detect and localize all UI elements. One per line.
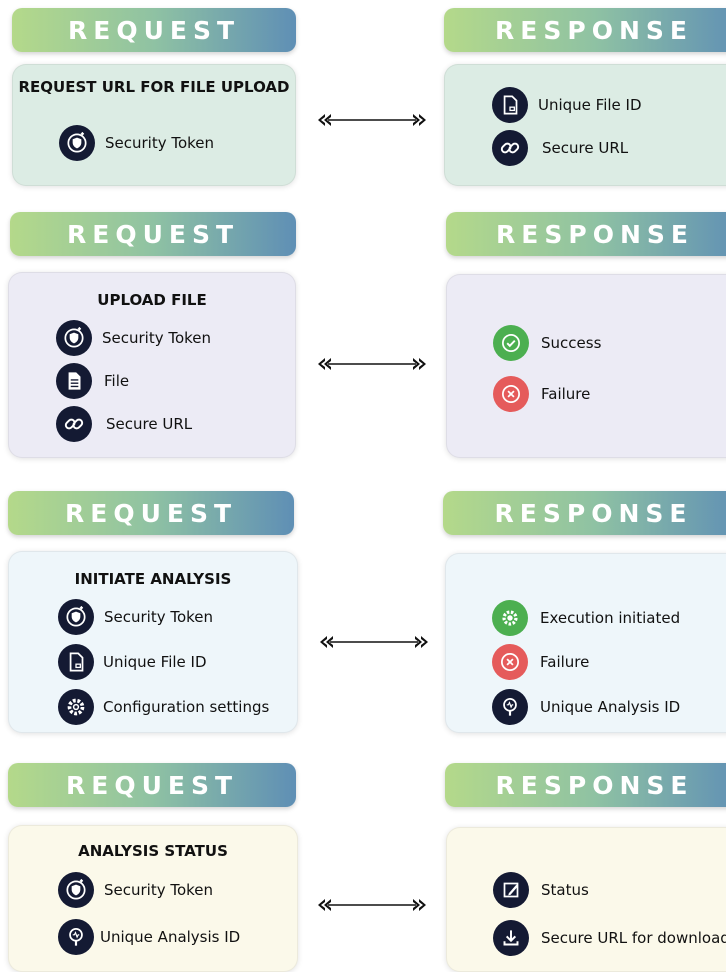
response-item-secure-url-download: Secure URL for download xyxy=(493,920,726,956)
request-card-4: ANALYSIS STATUS Security Token Unique An… xyxy=(8,825,298,972)
magnifier-icon xyxy=(58,919,94,955)
shield-icon xyxy=(58,872,94,908)
response-card-3: Execution initiated Failure Unique Analy… xyxy=(445,553,726,733)
request-item-file: File xyxy=(56,363,129,399)
response-header-1: RESPONSE xyxy=(444,8,726,52)
request-header-1: REQUEST xyxy=(12,8,296,52)
request-card-3: INITIATE ANALYSIS Security Token Unique … xyxy=(8,551,298,733)
request-item-unique-analysis-id: Unique Analysis ID xyxy=(58,919,240,955)
check-icon xyxy=(493,325,529,361)
request-header-4: REQUEST xyxy=(8,763,296,807)
request-title-1: REQUEST URL FOR FILE UPLOAD xyxy=(18,78,290,96)
download-icon xyxy=(493,920,529,956)
request-title-2: UPLOAD FILE xyxy=(97,291,207,309)
bidirectional-arrow-4 xyxy=(316,895,428,915)
response-header-4: RESPONSE xyxy=(445,763,726,807)
item-label: Execution initiated xyxy=(540,609,681,627)
request-item-security-token: Security Token xyxy=(58,599,213,635)
request-header-3: REQUEST xyxy=(8,491,294,535)
response-header-3: RESPONSE xyxy=(443,491,726,535)
request-card-1: REQUEST URL FOR FILE UPLOAD Security Tok… xyxy=(12,64,296,186)
item-label: Failure xyxy=(540,653,590,671)
edit-icon xyxy=(493,872,529,908)
request-item-security-token: Security Token xyxy=(59,125,214,161)
request-item-secure-url: Secure URL xyxy=(56,406,192,442)
item-label: Success xyxy=(541,334,602,352)
request-title-3: INITIATE ANALYSIS xyxy=(74,570,232,588)
item-label: Secure URL for download xyxy=(541,929,726,947)
response-item-failure: Failure xyxy=(492,644,589,680)
item-label: Unique Analysis ID xyxy=(100,928,241,946)
document-icon xyxy=(56,363,92,399)
x-icon xyxy=(493,376,529,412)
shield-icon xyxy=(59,125,95,161)
x-icon xyxy=(492,644,528,680)
response-item-unique-file-id: Unique File ID xyxy=(492,87,642,123)
item-label: Secure URL xyxy=(542,139,629,157)
response-card-1: Unique File ID Secure URL xyxy=(444,64,726,186)
request-item-security-token: Security Token xyxy=(56,320,211,356)
item-label: Secure URL xyxy=(106,415,193,433)
request-item-unique-file-id: Unique File ID xyxy=(58,644,207,680)
item-label: Unique File ID xyxy=(103,653,207,671)
item-label: Security Token xyxy=(102,329,212,347)
response-item-secure-url: Secure URL xyxy=(492,130,628,166)
request-header-2: REQUEST xyxy=(10,212,296,256)
file-icon xyxy=(58,644,94,680)
settings-icon xyxy=(58,689,94,725)
gear-icon xyxy=(492,600,528,636)
response-item-status: Status xyxy=(493,872,589,908)
item-label: Security Token xyxy=(104,881,214,899)
item-label: File xyxy=(104,372,130,390)
item-label: Security Token xyxy=(104,608,214,626)
file-icon xyxy=(492,87,528,123)
item-label: Security Token xyxy=(105,134,215,152)
item-label: Status xyxy=(541,881,589,899)
shield-icon xyxy=(58,599,94,635)
response-item-success: Success xyxy=(493,325,601,361)
request-item-configuration: Configuration settings xyxy=(58,689,269,725)
item-label: Configuration settings xyxy=(103,698,270,716)
magnifier-icon xyxy=(492,689,528,725)
item-label: Unique File ID xyxy=(538,96,642,114)
request-title-4: ANALYSIS STATUS xyxy=(78,842,228,860)
bidirectional-arrow-1 xyxy=(316,110,428,130)
request-item-security-token: Security Token xyxy=(58,872,213,908)
response-header-2: RESPONSE xyxy=(446,212,726,256)
link-icon xyxy=(56,406,92,442)
item-label: Failure xyxy=(541,385,591,403)
shield-icon xyxy=(56,320,92,356)
item-label: Unique Analysis ID xyxy=(540,698,681,716)
response-card-2: Success Failure xyxy=(446,274,726,458)
bidirectional-arrow-3 xyxy=(318,632,430,652)
response-item-failure: Failure xyxy=(493,376,590,412)
bidirectional-arrow-2 xyxy=(316,354,428,374)
response-card-4: Status Secure URL for download xyxy=(446,827,726,972)
request-card-2: UPLOAD FILE Security Token File Secure U… xyxy=(8,272,296,458)
link-icon xyxy=(492,130,528,166)
response-item-unique-analysis-id: Unique Analysis ID xyxy=(492,689,680,725)
response-item-execution-initiated: Execution initiated xyxy=(492,600,680,636)
